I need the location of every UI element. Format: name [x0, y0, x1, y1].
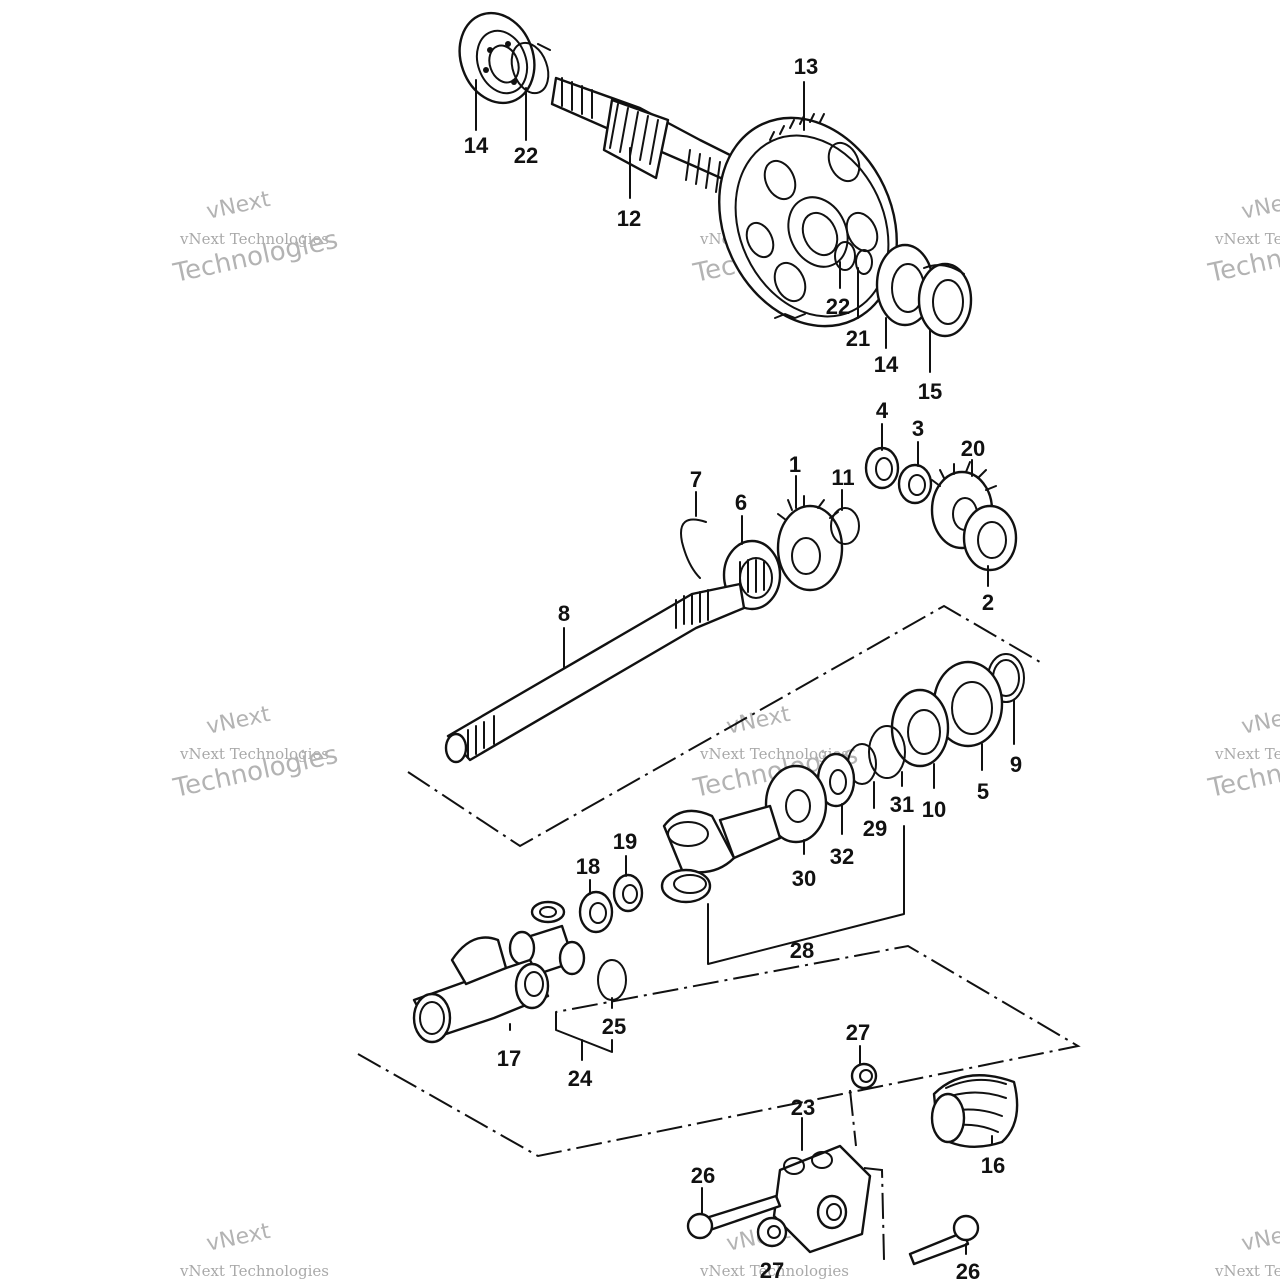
svg-text:vNext: vNext [724, 702, 792, 740]
snap-ring-22-lower [834, 241, 856, 271]
callout-21: 21 [846, 326, 870, 351]
svg-text:vNext: vNext [1239, 187, 1280, 225]
watermark-layer: vNext vNext Technologies Technologies vN… [170, 187, 1280, 1280]
group-bracket-24 [555, 1011, 613, 1053]
callout-19: 19 [613, 829, 637, 854]
callout-16: 16 [981, 1153, 1005, 1178]
callout-26: 26 [956, 1259, 980, 1280]
callout-27: 27 [760, 1258, 784, 1280]
callout-24: 24 [568, 1066, 593, 1091]
callout-14: 14 [464, 133, 489, 158]
callout-8: 8 [558, 601, 570, 626]
callout-5: 5 [977, 779, 989, 804]
flange-30 [764, 764, 828, 844]
svg-text:vNext Technologies: vNext Technologies [1214, 1262, 1280, 1280]
leader-23-27 [849, 1089, 885, 1261]
svg-text:vNext: vNext [204, 1219, 272, 1257]
washer-19 [612, 873, 644, 913]
svg-text:vNext: vNext [204, 187, 272, 225]
callout-1: 1 [789, 452, 801, 477]
watermark: vNext vNext Technologies Technologies [170, 702, 341, 804]
callout-13: 13 [794, 54, 818, 79]
callout-3: 3 [912, 416, 924, 441]
driven-gear-13 [718, 113, 898, 328]
callout-25: 25 [602, 1014, 626, 1039]
svg-text:vNext: vNext [204, 702, 272, 740]
callout-22: 22 [826, 294, 850, 319]
watermark: vNext vNext Technologies [1214, 1219, 1280, 1280]
clip-7 [680, 518, 707, 579]
watermark: vNext vNext Technologies [179, 1219, 329, 1280]
callout-20: 20 [961, 436, 985, 461]
cap-27-top [850, 1062, 878, 1090]
callout-4: 4 [876, 398, 889, 423]
oil-seal-15 [917, 262, 973, 338]
group-bracket-28 [707, 825, 905, 965]
output-shaft-8 [444, 582, 746, 764]
svg-text:vNext: vNext [1239, 702, 1280, 740]
nut-4 [864, 446, 900, 490]
snap-ring-22-top [510, 41, 551, 95]
callout-10: 10 [922, 797, 946, 822]
bearing-14-top [458, 11, 536, 105]
callout-labels: 13 14 22 12 22 21 14 15 4 3 20 1 11 7 6 … [464, 54, 1022, 1280]
callout-2: 2 [982, 590, 994, 615]
callout-23: 23 [791, 1095, 815, 1120]
yoke-17 [412, 936, 550, 1044]
callout-12: 12 [617, 206, 641, 231]
callout-22: 22 [514, 143, 538, 168]
callout-11: 11 [831, 465, 854, 490]
circlip-31 [868, 725, 906, 779]
svg-text:vNext Technologies: vNext Technologies [179, 745, 329, 763]
callout-27: 27 [846, 1020, 870, 1045]
bolt-26-left [686, 1194, 782, 1240]
callout-6: 6 [735, 490, 747, 515]
watermark: vNext vNext Technologies Technologies [1205, 702, 1280, 804]
nut-27-lower [756, 1216, 788, 1248]
group-bracket-shaft [407, 604, 1041, 848]
seal-10 [890, 688, 950, 768]
washer-3 [897, 463, 933, 505]
svg-text:vNext Technologies: vNext Technologies [179, 1262, 329, 1280]
circlip-25 [597, 959, 627, 1001]
callout-30: 30 [792, 866, 816, 891]
bushing-18 [578, 890, 614, 934]
callout-28: 28 [790, 938, 814, 963]
svg-text:vNext Technologies: vNext Technologies [1214, 230, 1280, 248]
callout-15: 15 [918, 379, 942, 404]
callout-9: 9 [1010, 752, 1022, 777]
shim-2 [962, 504, 1018, 572]
bevel-gear-1 [776, 495, 844, 592]
watermark: vNext vNext Technologies Technologies [170, 187, 341, 289]
group-bracket-lower [357, 944, 1081, 1158]
circlip-11 [830, 507, 860, 545]
svg-text:vNext Technologies: vNext Technologies [179, 230, 329, 248]
callout-26: 26 [691, 1163, 715, 1188]
bolt-26-right [908, 1214, 980, 1266]
callout-14: 14 [874, 352, 899, 377]
svg-text:vNext Technologies: vNext Technologies [699, 745, 849, 763]
callout-7: 7 [690, 467, 702, 492]
callout-29: 29 [863, 816, 887, 841]
callout-31: 31 [890, 792, 914, 817]
svg-text:vNext Technologies: vNext Technologies [1214, 745, 1280, 763]
watermark: vNext vNext Technologies Technologies [1205, 187, 1280, 289]
svg-text:vNext Technologies: vNext Technologies [699, 1262, 849, 1280]
leader-lines [475, 79, 1015, 1255]
callout-18: 18 [576, 854, 600, 879]
yoke-28 [660, 804, 782, 904]
boot-16 [930, 1074, 1019, 1148]
callout-17: 17 [497, 1046, 521, 1071]
svg-text:vNext: vNext [1239, 1219, 1280, 1257]
callout-32: 32 [830, 844, 854, 869]
spacer-bracket-23 [772, 1144, 872, 1254]
circlip-21 [855, 249, 873, 275]
